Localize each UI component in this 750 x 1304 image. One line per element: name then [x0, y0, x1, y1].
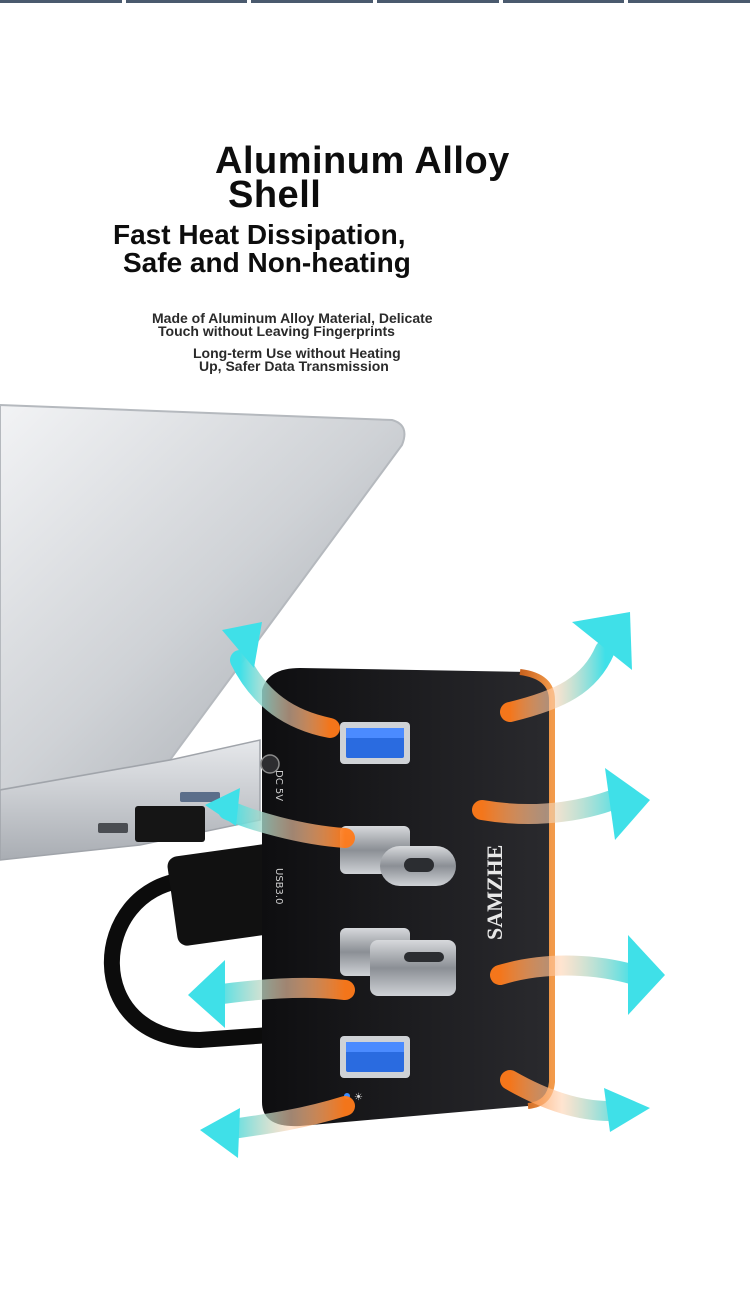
title-line-1: Aluminum Alloy [215, 140, 510, 182]
headline-block: Aluminum Alloy Shell Fast Heat Dissipati… [0, 0, 750, 400]
hub-body [262, 668, 552, 1127]
product-illustration: ☀ SAMZHE DC 5V USB3.0 [0, 403, 665, 1158]
usb-plug [135, 806, 205, 842]
usb-cable [103, 872, 278, 1049]
heat-arrow-right-1-icon [500, 612, 632, 722]
laptop-side-port-icon [98, 823, 128, 833]
heat-arrow-right-3-icon [490, 935, 665, 1015]
usb-flash-drive-1 [340, 826, 456, 886]
heat-arrow-left-3-icon [188, 960, 355, 1028]
heat-arrow-right-4-icon [500, 1070, 650, 1132]
brand-logo: SAMZHE [482, 845, 507, 940]
top-divider [0, 0, 750, 3]
heat-arrow-left-4-icon [200, 1096, 355, 1158]
description-line-4: Up, Safer Data Transmission [199, 358, 389, 374]
heat-arrow-left-2-icon [205, 788, 355, 848]
description-line-2: Touch without Leaving Fingerprints [158, 323, 395, 339]
description-line-3: Long-term Use without Heating [193, 345, 401, 361]
usb-port-bottom [340, 1036, 410, 1078]
svg-text:☀: ☀ [354, 1092, 363, 1103]
dc-label: DC 5V [273, 770, 284, 801]
heat-arrow-left-1-icon [222, 622, 340, 738]
usb-flash-drive-2 [340, 928, 456, 996]
subtitle-line-2: Safe and Non-heating [123, 247, 411, 278]
title-line-2: Shell [228, 174, 322, 216]
heat-arrow-right-2-icon [472, 768, 650, 840]
usb-side-label: USB3.0 [273, 868, 284, 904]
subtitle-line-1: Fast Heat Dissipation, [113, 219, 406, 250]
usb-port-top [340, 722, 410, 764]
description-line-1: Made of Aluminum Alloy Material, Delicat… [152, 310, 433, 326]
